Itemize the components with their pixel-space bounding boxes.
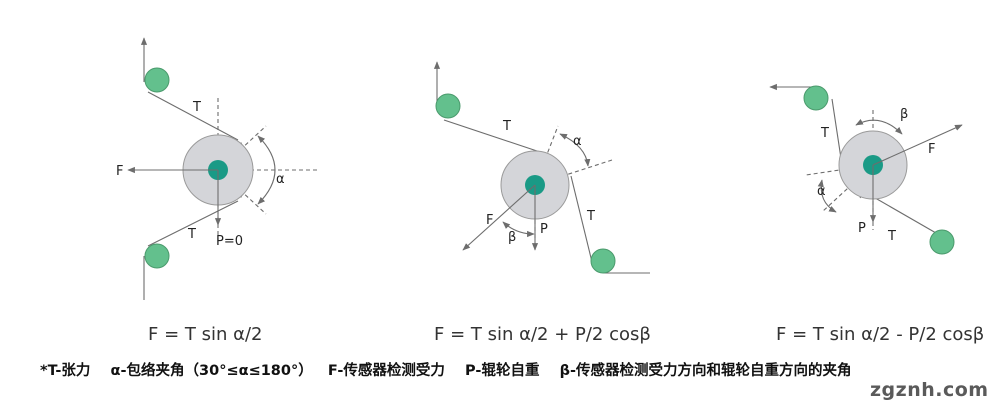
label-T-top-1: T (192, 100, 201, 115)
label-T-top-3: T (820, 126, 829, 141)
idler-3-top (803, 85, 829, 111)
strip-top-tangent-2 (443, 119, 541, 153)
beta-arc-3 (855, 118, 903, 135)
force-F-arrow-3 (872, 124, 963, 166)
label-P-1: P=0 (216, 234, 243, 249)
beta-arc-2 (502, 221, 535, 238)
label-P-3: P (858, 221, 866, 236)
label-F-3: F (928, 142, 935, 157)
idler-3-bottom (929, 229, 955, 255)
idler-1-top (144, 67, 170, 93)
formula-2: F = T sin α/2 + P/2 cosβ (434, 324, 651, 345)
label-T-bottom-1: T (187, 227, 196, 242)
dashed-left-3 (805, 164, 874, 176)
strip-top-tangent (147, 91, 239, 141)
watermark: zgznh.com (870, 379, 989, 401)
idler-2-top (435, 93, 461, 119)
strip-bottom-tangent (147, 200, 239, 247)
dashed-diag-lower (239, 189, 267, 215)
alpha-arc (257, 135, 276, 205)
alpha-arc-2 (559, 133, 591, 167)
label-T-right-2: T (586, 209, 595, 224)
strip-bottom-tangent-3 (869, 194, 937, 234)
label-beta-3: β (900, 107, 908, 122)
label-alpha-1: α (276, 172, 285, 187)
formula-3: F = T sin α/2 - P/2 cosβ (776, 324, 984, 345)
label-F-1: F (116, 164, 123, 179)
label-T-top-2: T (502, 119, 511, 134)
label-F-2: F (486, 213, 493, 228)
idler-1-bottom (144, 243, 170, 269)
dashed-diag-upper (239, 125, 267, 151)
label-T-bottom-3: T (887, 229, 896, 244)
label-alpha-2: α (573, 134, 582, 149)
formula-1: F = T sin α/2 (148, 324, 263, 345)
legend-text: *T-张力 α-包络夹角（30°≤α≤180°） F-传感器检测受力 P-辊轮自… (40, 361, 852, 379)
strip-right-tangent-2 (570, 175, 593, 263)
label-beta-2: β (508, 230, 516, 245)
idler-2-bottom (590, 248, 616, 274)
alpha-arc-3 (817, 179, 837, 213)
force-F-arrow-2 (462, 184, 536, 251)
label-alpha-3: α (817, 184, 826, 199)
label-P-2: P (540, 222, 548, 237)
